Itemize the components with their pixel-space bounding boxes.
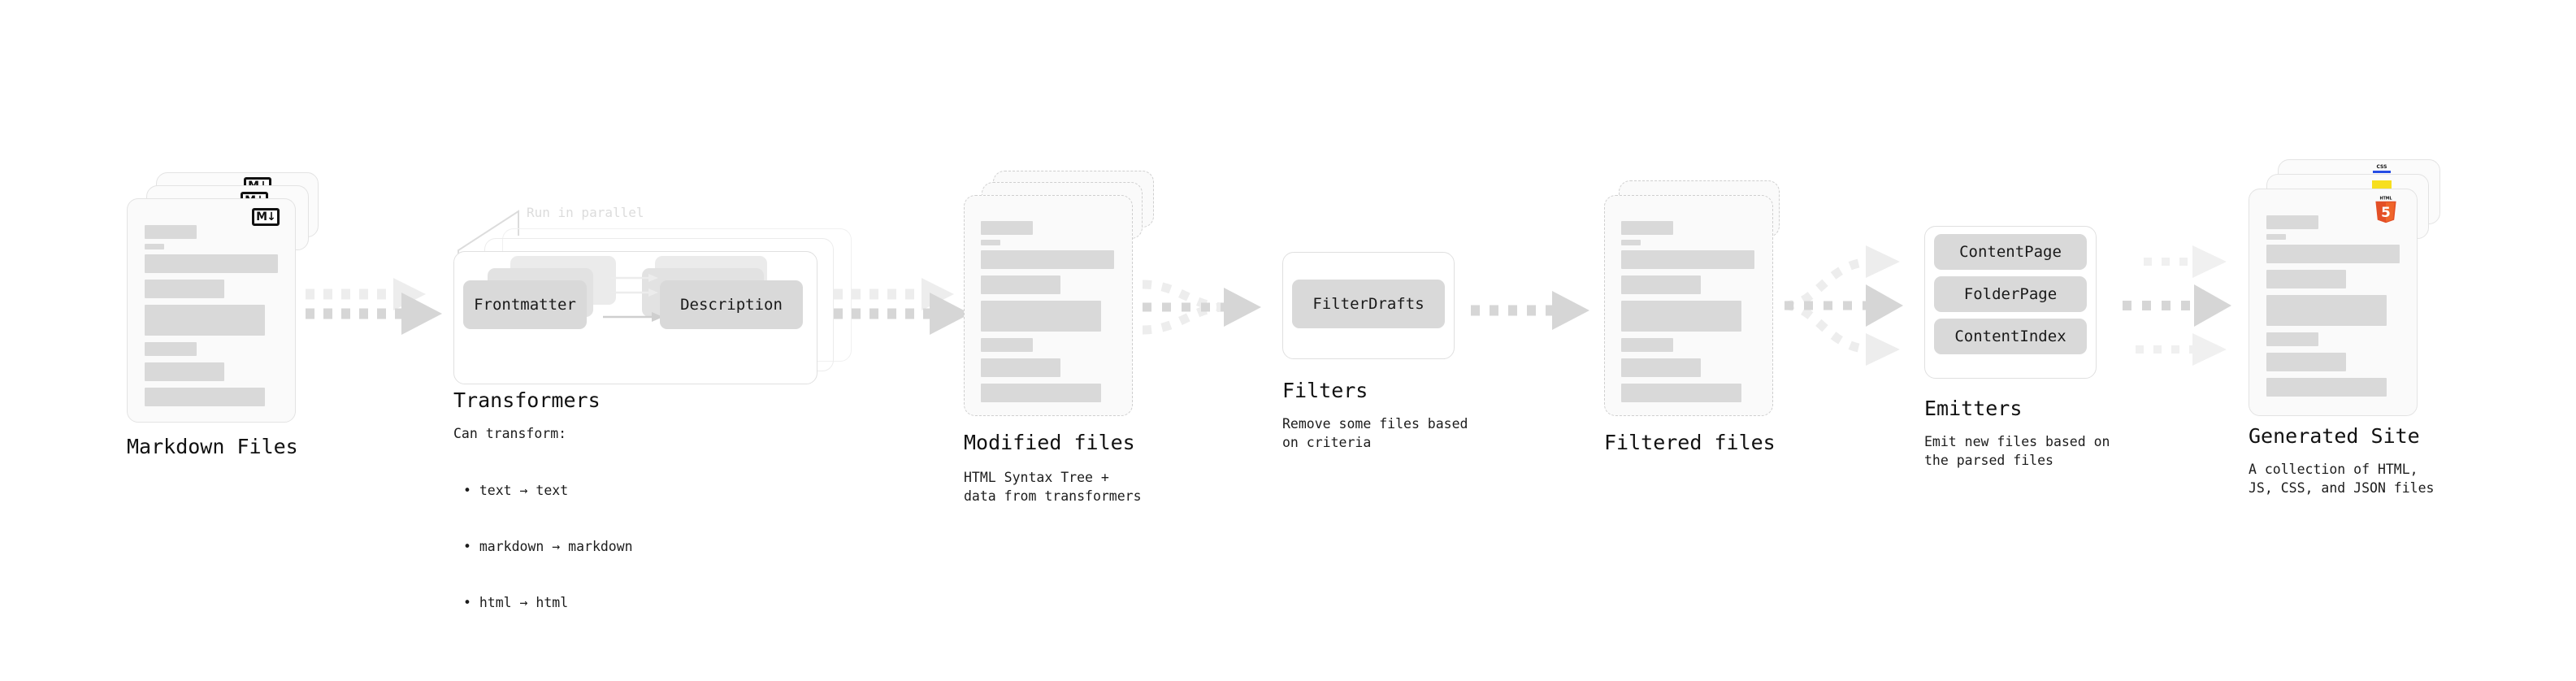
skeleton-bar: [1621, 358, 1701, 377]
skeleton-bar: [1621, 250, 1754, 269]
generated-site-subtitle: A collection of HTML, JS, CSS, and JSON …: [2249, 462, 2435, 496]
emitters-subtitle: Emit new files based on the parsed files: [1924, 434, 2110, 468]
transformers-bullet: • text → text: [463, 483, 569, 498]
skeleton-bar: [981, 275, 1060, 294]
skeleton-bar: [1621, 240, 1641, 245]
filters-subtitle: Remove some files based on criteria: [1282, 416, 1468, 450]
arrow-transformers-to-modified: [834, 278, 970, 335]
transformers-subtitle: Can transform:: [453, 426, 567, 441]
filters-title: Filters: [1282, 379, 1368, 402]
arrow-filters-to-filtered: [1471, 291, 1589, 330]
transformers-bullet: • markdown → markdown: [463, 539, 633, 554]
skeleton-bar: [1621, 221, 1673, 235]
transformer-chip-frontmatter[interactable]: Frontmatter: [463, 280, 587, 329]
css-icon: CSS: [2373, 163, 2391, 173]
modified-files-subtitle: HTML Syntax Tree + data from transformer…: [964, 470, 1142, 504]
skeleton-bar: [981, 301, 1101, 332]
skeleton-bar: [2266, 270, 2346, 288]
transformers-bullets: • text → text • markdown → markdown • ht…: [463, 444, 633, 649]
html5-icon-number: 5: [2381, 204, 2391, 220]
transformer-inner-arrows-ghost: [611, 274, 658, 297]
emitters-title: Emitters: [1924, 397, 2023, 420]
skeleton-bar: [1621, 301, 1741, 332]
skeleton-bar: [1621, 338, 1673, 352]
transformer-inner-arrow: [603, 312, 663, 322]
transformers-title: Transformers: [453, 388, 601, 412]
skeleton-bar: [2266, 295, 2387, 326]
skeleton-bar: [981, 338, 1033, 352]
skeleton-bar: [2266, 245, 2400, 263]
skeleton-bar: [2266, 353, 2346, 371]
generated-site-title: Generated Site: [2249, 424, 2420, 448]
markdown-files-title: Markdown Files: [127, 435, 298, 458]
css-icon-bar: [2373, 171, 2391, 173]
skeleton-bar: [145, 342, 197, 356]
arrow-filtered-to-emitters: [1784, 245, 1903, 366]
skeleton-bar: [2266, 378, 2387, 397]
skeleton-bar: [145, 225, 197, 239]
skeleton-bar: [981, 358, 1060, 377]
arrow-emitters-to-site: [2123, 245, 2231, 366]
emitter-chip-contentpage[interactable]: ContentPage: [1934, 234, 2087, 270]
skeleton-bar: [981, 250, 1114, 269]
emitter-chip-folderpage[interactable]: FolderPage: [1934, 276, 2087, 312]
markdown-icon: M↓: [252, 208, 280, 226]
html5-icon: HTML 5: [2375, 196, 2396, 223]
arrow-modified-to-filters: [1142, 280, 1261, 335]
skeleton-bar: [145, 362, 224, 381]
transformer-chip-description[interactable]: Description: [660, 280, 803, 329]
skeleton-bar: [981, 221, 1033, 235]
filtered-files-title: Filtered files: [1604, 431, 1776, 454]
skeleton-bar: [1621, 275, 1701, 294]
transformers-bullet: • html → html: [463, 595, 569, 610]
skeleton-bar: [981, 240, 1000, 245]
skeleton-bar: [145, 244, 164, 249]
html5-icon-wordmark: HTML: [2379, 196, 2392, 201]
css-icon-label: CSS: [2376, 164, 2387, 170]
skeleton-bar: [145, 254, 278, 273]
skeleton-bar: [145, 280, 224, 298]
skeleton-bar: [2266, 215, 2318, 229]
emitter-chip-contentindex[interactable]: ContentIndex: [1934, 319, 2087, 354]
skeleton-bar: [981, 384, 1101, 402]
run-in-parallel-label: Run in parallel: [527, 205, 644, 220]
skeleton-bar: [145, 388, 265, 406]
modified-files-title: Modified files: [964, 431, 1135, 454]
skeleton-bar: [1621, 384, 1741, 402]
skeleton-bar: [145, 305, 265, 336]
arrow-md-to-transformers: [306, 278, 442, 335]
skeleton-bar: [2266, 332, 2318, 346]
filter-chip-filterdrafts[interactable]: FilterDrafts: [1292, 280, 1445, 328]
skeleton-bar: [2266, 234, 2286, 240]
